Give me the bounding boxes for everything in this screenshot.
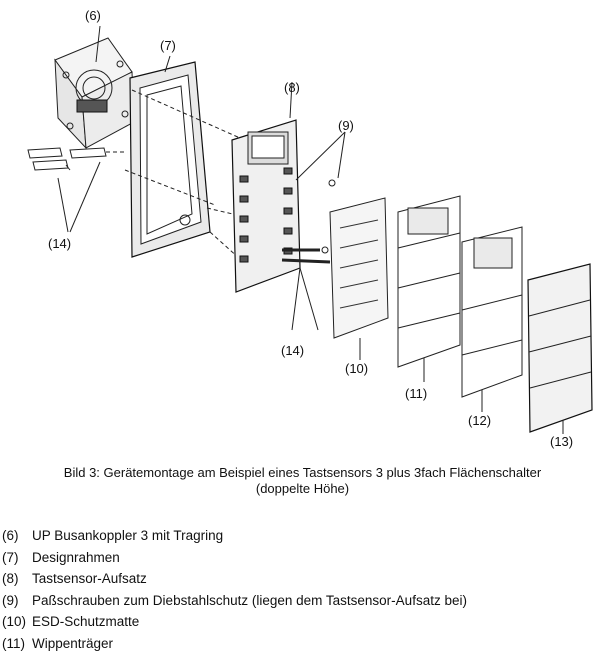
exploded-assembly-drawing: (6) (7) (8) (9) (14) (14) (10) (11) (12)… — [0, 0, 605, 462]
legend-number: (9) — [2, 590, 32, 612]
assembly-svg: (6) (7) (8) (9) (14) (14) (10) (11) (12)… — [0, 0, 605, 462]
callout-9: (9) — [338, 118, 354, 133]
design-frame-drawing — [130, 56, 210, 257]
legend-number: (10) — [2, 611, 32, 633]
legend-number: (11) — [2, 633, 32, 654]
legend-text: ESD-Schutzmatte — [32, 611, 139, 633]
bus-coupler-drawing — [55, 26, 134, 148]
legend-text: Wippenträger — [32, 633, 113, 654]
legend-number: (6) — [2, 525, 32, 547]
rocker-carrier-drawing — [398, 196, 460, 382]
legend-item: (6) UP Busankoppler 3 mit Tragring — [2, 525, 467, 547]
legend-text: UP Busankoppler 3 mit Tragring — [32, 525, 223, 547]
esd-mat-drawing — [330, 198, 388, 360]
rocker-panel-drawing — [528, 264, 592, 434]
callout-7: (7) — [160, 38, 176, 53]
callout-8: (8) — [284, 80, 300, 95]
callout-12: (12) — [468, 413, 491, 428]
legend-text: Tastsensor-Aufsatz — [32, 568, 147, 590]
caption-line-1: Bild 3: Gerätemontage am Beispiel eines … — [0, 465, 605, 481]
legend-item: (9) Paßschrauben zum Diebstahlschutz (li… — [2, 590, 467, 612]
legend-number: (8) — [2, 568, 32, 590]
legend-text: Paßschrauben zum Diebstahlschutz (liegen… — [32, 590, 467, 612]
callout-14-left: (14) — [48, 236, 71, 251]
figure-caption: Bild 3: Gerätemontage am Beispiel eines … — [0, 465, 605, 497]
legend-item: (10) ESD-Schutzmatte — [2, 611, 467, 633]
legend-text: Designrahmen — [32, 547, 120, 569]
callout-10: (10) — [345, 361, 368, 376]
legend-number: (7) — [2, 547, 32, 569]
callout-11: (11) — [405, 386, 427, 401]
parts-legend: (6) UP Busankoppler 3 mit Tragring (7) D… — [2, 525, 467, 654]
legend-item: (7) Designrahmen — [2, 547, 467, 569]
rocker-drawing — [462, 227, 522, 412]
callout-13: (13) — [550, 434, 573, 449]
callout-14-right: (14) — [281, 343, 304, 358]
legend-item: (11) Wippenträger — [2, 633, 467, 654]
callout-6: (6) — [85, 8, 101, 23]
caption-line-2: (doppelte Höhe) — [0, 481, 605, 497]
legend-item: (8) Tastsensor-Aufsatz — [2, 568, 467, 590]
